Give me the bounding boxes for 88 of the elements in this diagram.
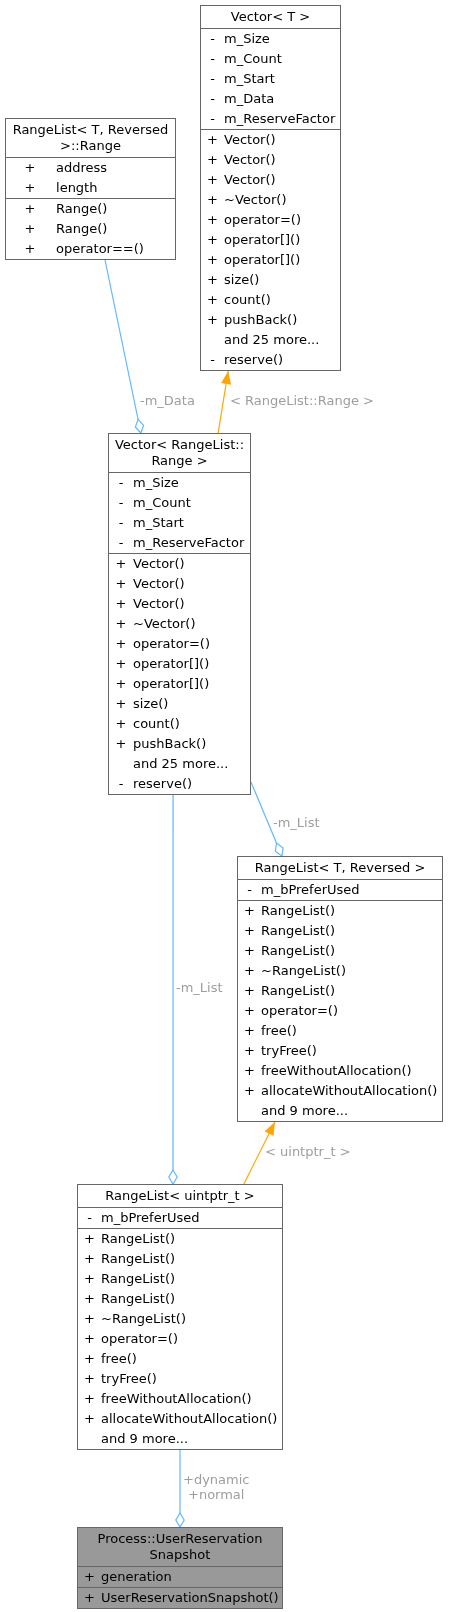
method-text: + RangeList() — [243, 922, 337, 940]
edge-label: -m_List — [273, 815, 320, 830]
method-text: + free() — [83, 1350, 138, 1368]
method-text: + operator=() — [243, 1002, 339, 1020]
class-name: RangeList< T, Reversed > — [253, 859, 427, 877]
method-text: - reserve() — [117, 775, 194, 793]
method-text: + RangeList() — [243, 982, 337, 1000]
attribute-text: + generation — [83, 1568, 173, 1586]
class-box — [108, 433, 251, 795]
method-text: + RangeList() — [243, 902, 337, 920]
method-text: + tryFree() — [83, 1370, 158, 1388]
method-text: and 25 more... — [223, 331, 321, 349]
method-text: + operator[]() — [114, 655, 211, 673]
attribute-text: + length — [23, 179, 99, 197]
attribute-text: - m_Count — [209, 50, 283, 68]
method-text: + operator[]() — [206, 231, 302, 249]
attribute-text: - m_Start — [209, 70, 276, 88]
method-text: + Vector() — [206, 131, 277, 149]
attribute-text: - m_Start — [117, 514, 185, 532]
method-text: + pushBack() — [114, 735, 208, 753]
method-text: + operator=() — [83, 1330, 179, 1348]
class-box — [200, 5, 341, 371]
method-text: and 9 more... — [100, 1430, 190, 1448]
class-name: RangeList< T, Reversed >::Range — [11, 121, 170, 155]
method-text: + RangeList() — [83, 1230, 177, 1248]
method-text: + Vector() — [206, 151, 277, 169]
method-text: + RangeList() — [83, 1290, 177, 1308]
method-text: + Range() — [23, 200, 109, 218]
method-text: + operator==() — [23, 240, 145, 258]
class-name: Vector< T > — [229, 8, 312, 26]
method-text: + Vector() — [114, 555, 186, 573]
attribute-text: - m_ReserveFactor — [117, 534, 246, 552]
method-text: + ~Vector() — [206, 191, 288, 209]
method-text: + ~RangeList() — [243, 962, 347, 980]
class-name: RangeList< uintptr_t > — [104, 1187, 256, 1205]
attribute-text: - m_Count — [117, 494, 192, 512]
class-name: Vector< RangeList:: Range > — [113, 436, 246, 470]
method-text: + Vector() — [114, 595, 186, 613]
method-text: + operator=() — [114, 635, 211, 653]
method-text: + tryFree() — [243, 1042, 318, 1060]
attribute-text: - m_bPreferUsed — [86, 1209, 201, 1227]
method-text: + allocateWithoutAllocation() — [243, 1082, 439, 1100]
method-text: + operator[]() — [206, 251, 302, 269]
method-text: and 9 more... — [260, 1102, 350, 1120]
class-name: Process::UserReservation Snapshot — [96, 1530, 264, 1564]
edge-label: < RangeList::Range > — [230, 393, 374, 408]
attribute-text: - m_ReserveFactor — [209, 110, 337, 128]
arrow — [217, 370, 232, 434]
method-text: + count() — [206, 291, 272, 309]
method-text: + operator[]() — [114, 675, 211, 693]
aggregation-line — [175, 1449, 185, 1528]
attribute-text: - m_Size — [209, 30, 271, 48]
method-text: + Vector() — [114, 575, 186, 593]
method-text: + RangeList() — [83, 1270, 177, 1288]
class-box — [77, 1527, 283, 1609]
method-text: + size() — [114, 695, 170, 713]
class-box — [5, 118, 176, 260]
method-text: - reserve() — [209, 351, 285, 369]
method-text: + count() — [114, 715, 181, 733]
method-text: + ~Vector() — [114, 615, 197, 633]
method-text: + size() — [206, 271, 261, 289]
class-box — [77, 1184, 283, 1450]
edge-label: +dynamic +normal — [183, 1472, 250, 1502]
method-text: + ~RangeList() — [83, 1310, 187, 1328]
aggregation-line — [250, 781, 284, 857]
attribute-text: + address — [23, 159, 109, 177]
method-text: + RangeList() — [243, 942, 337, 960]
attribute-text: - m_Size — [117, 474, 180, 492]
method-text: + Range() — [23, 220, 109, 238]
attribute-text: - m_Data — [209, 90, 276, 108]
edge-label: -m_List — [176, 980, 223, 995]
method-text: + RangeList() — [83, 1250, 177, 1268]
attribute-text: - m_bPreferUsed — [246, 881, 361, 899]
method-text: + free() — [243, 1022, 298, 1040]
method-text: + allocateWithoutAllocation() — [83, 1410, 279, 1428]
edge-label: < uintptr_t > — [265, 1144, 351, 1159]
aggregation-line — [104, 259, 145, 434]
aggregation-line — [168, 794, 178, 1185]
class-box — [237, 856, 443, 1122]
method-text: + freeWithoutAllocation() — [243, 1062, 413, 1080]
method-text: and 25 more... — [132, 755, 230, 773]
method-text: + freeWithoutAllocation() — [83, 1390, 253, 1408]
edge-label: -m_Data — [140, 393, 195, 408]
method-text: + UserReservationSnapshot() — [83, 1589, 280, 1607]
method-text: + operator=() — [206, 211, 302, 229]
method-text: + pushBack() — [206, 311, 299, 329]
method-text: + Vector() — [206, 171, 277, 189]
arrow — [243, 1121, 276, 1185]
